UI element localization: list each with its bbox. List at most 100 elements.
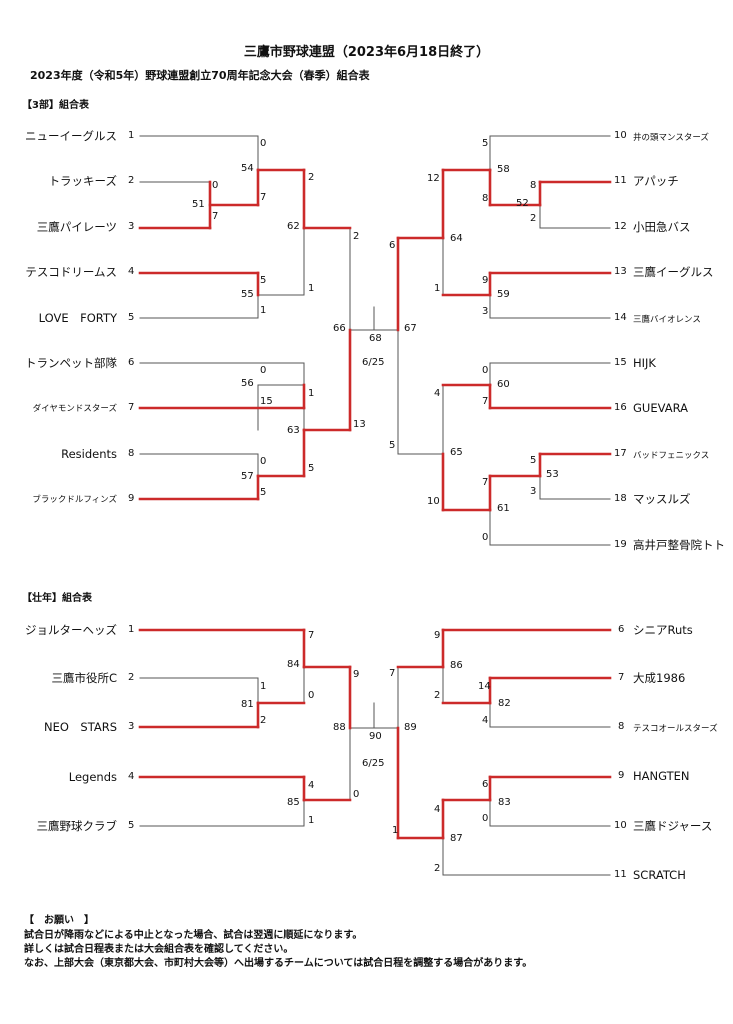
match-number: 81 <box>241 699 254 710</box>
team-name: トランペット部隊 <box>25 356 117 370</box>
team-name: 三鷹バイオレンス <box>633 315 701 325</box>
match-number: 60 <box>497 379 510 390</box>
score-bottom: 10 <box>427 496 440 507</box>
score-bottom: 1 <box>308 815 315 826</box>
team-seed: 9 <box>618 770 625 781</box>
team-seed: 11 <box>614 869 627 880</box>
score-bottom: 2 <box>530 213 537 224</box>
score-bottom: 0 <box>482 813 489 824</box>
score-top: 2 <box>353 231 360 242</box>
team-name: 三鷹ドジャース <box>633 819 713 833</box>
team-seed: 2 <box>128 175 135 186</box>
score-top: 0 <box>212 180 219 191</box>
match-number: 61 <box>497 503 510 514</box>
team-name: HANGTEN <box>633 769 690 783</box>
notes-line: なお、上部大会（東京都大会、市町村大会等）へ出場するチームについては試合日程を調… <box>24 958 533 969</box>
match-number: 54 <box>241 163 254 174</box>
score-bottom: 0 <box>353 789 360 800</box>
team-name: 大成1986 <box>633 671 686 685</box>
team-name: ブラックドルフィンズ <box>32 495 117 505</box>
match-number: 87 <box>450 833 463 844</box>
team-seed: 12 <box>614 221 627 232</box>
team-seed: 11 <box>614 175 627 186</box>
score-bottom: 7 <box>482 396 489 407</box>
final-date: 6/25 <box>362 357 385 368</box>
match-number: 86 <box>450 660 463 671</box>
team-seed: 8 <box>128 448 135 459</box>
team-name: GUEVARA <box>633 401 688 415</box>
team-name: ダイヤモンドスターズ <box>32 404 117 414</box>
team-name: Legends <box>68 770 117 784</box>
match-number: 52 <box>516 198 529 209</box>
team-name: LOVE FORTY <box>38 311 117 325</box>
score-top: 0 <box>260 456 267 467</box>
match-number: 64 <box>450 233 463 244</box>
team-name: テスコオールスターズ <box>633 724 718 734</box>
score-bottom: 8 <box>482 193 489 204</box>
team-name: 井の頭マンスターズ <box>633 133 709 143</box>
team-name: Residents <box>61 447 117 461</box>
score-bottom: 2 <box>260 715 267 726</box>
notes-heading: 【 お願い 】 <box>24 915 94 926</box>
score-bottom: 3 <box>530 486 537 497</box>
match-number: 83 <box>498 797 511 808</box>
tournament-subtitle: 2023年度（令和5年）野球連盟創立70周年記念大会（春季）組合表 <box>30 69 370 82</box>
score-bottom: 1 <box>260 305 267 316</box>
team-seed: 7 <box>618 672 625 683</box>
match-number: 59 <box>497 289 510 300</box>
score-top: 9 <box>353 669 360 680</box>
score-bottom: 7 <box>212 211 219 222</box>
team-name: アパッチ <box>633 174 679 188</box>
score-bottom: 1 <box>434 283 441 294</box>
team-seed: 10 <box>614 820 627 831</box>
team-seed: 4 <box>128 266 135 277</box>
match-number: 51 <box>192 199 205 210</box>
team-seed: 18 <box>614 493 627 504</box>
final-match-number: 90 <box>369 731 382 742</box>
score-bottom: 1 <box>392 825 399 836</box>
match-number: 58 <box>497 164 510 175</box>
team-name: トラッキーズ <box>48 174 117 188</box>
score-top: 6 <box>389 240 396 251</box>
team-seed: 19 <box>614 539 627 550</box>
match-number: 57 <box>241 471 254 482</box>
score-top: 1 <box>260 681 267 692</box>
match-number: 66 <box>333 323 346 334</box>
score-top: 5 <box>530 455 537 466</box>
match-number: 82 <box>498 698 511 709</box>
match-number: 84 <box>287 659 300 670</box>
match-number: 53 <box>546 469 559 480</box>
final-date: 6/25 <box>362 758 385 769</box>
team-name: 三鷹野球クラブ <box>36 819 118 833</box>
team-seed: 14 <box>614 312 627 323</box>
score-top: 0 <box>482 365 489 376</box>
team-seed: 1 <box>128 624 135 635</box>
team-name: 三鷹パイレーツ <box>36 220 117 234</box>
score-bottom: 1 <box>308 283 315 294</box>
team-seed: 13 <box>614 266 627 277</box>
team-seed: 4 <box>128 771 135 782</box>
score-top: 0 <box>260 365 267 376</box>
team-seed: 10 <box>614 130 627 141</box>
score-top: 1 <box>308 388 315 399</box>
div3-label: 【3部】組合表 <box>22 100 89 111</box>
match-number: 67 <box>404 323 417 334</box>
score-bottom: 2 <box>434 690 441 701</box>
match-number: 85 <box>287 797 300 808</box>
team-seed: 3 <box>128 221 135 232</box>
team-name: シニアRuts <box>633 623 693 637</box>
score-top: 5 <box>260 275 267 286</box>
team-name: バッドフェニックス <box>633 451 710 461</box>
match-number: 63 <box>287 425 300 436</box>
senior-div-label: 【壮年】組合表 <box>22 593 92 604</box>
match-number: 62 <box>287 221 300 232</box>
team-seed: 5 <box>128 312 135 323</box>
score-top: 8 <box>530 180 537 191</box>
team-seed: 8 <box>618 721 625 732</box>
team-seed: 6 <box>618 624 625 635</box>
team-name: NEO STARS <box>43 720 117 734</box>
score-bottom: 4 <box>482 715 489 726</box>
page-title: 三鷹市野球連盟（2023年6月18日終了） <box>243 45 490 60</box>
score-bottom: 5 <box>260 487 267 498</box>
